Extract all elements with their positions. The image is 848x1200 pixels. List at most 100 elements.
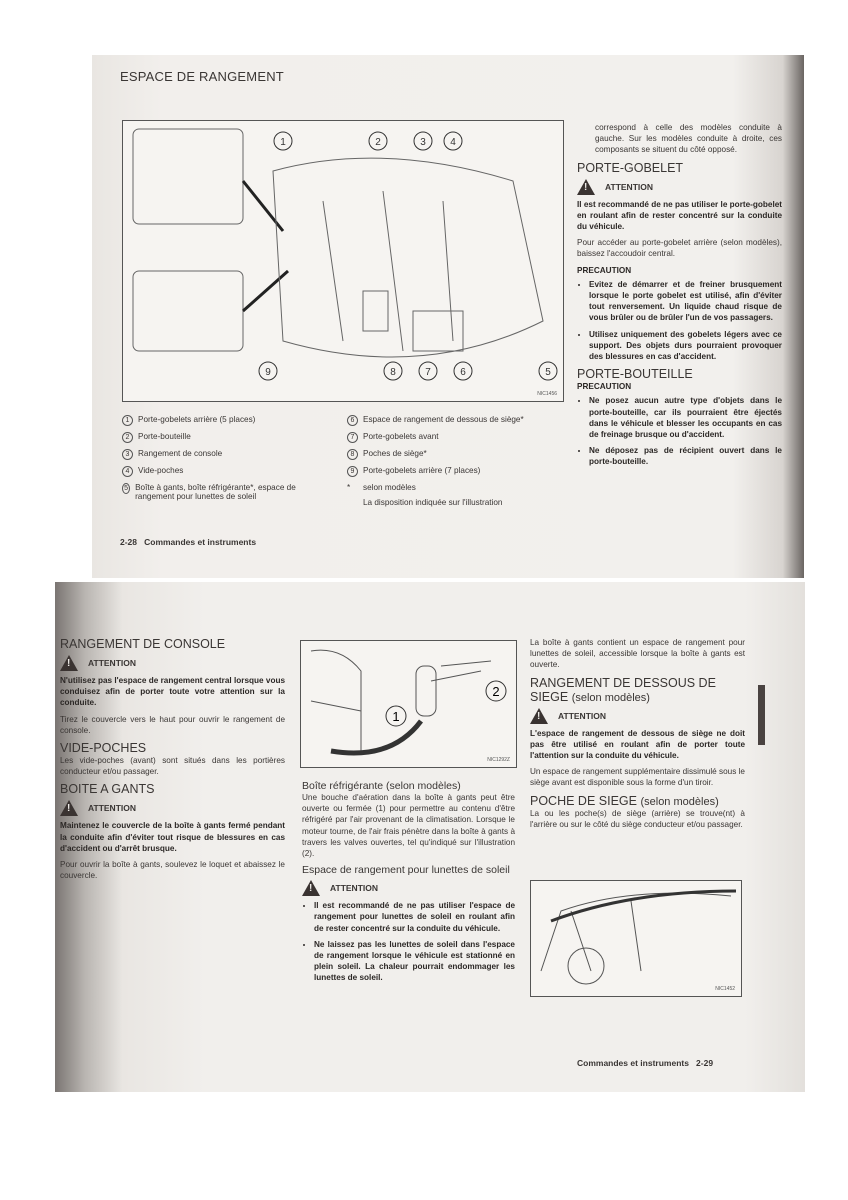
subheading-refrig: Boîte réfrigérante (selon modèles) [302,780,461,792]
attention-banner: ATTENTION [530,707,745,724]
legend-text: Rangement de console [138,449,223,458]
body-text: Pour accéder au porte-gobelet arrière (s… [577,238,782,259]
page-2-29: RANGEMENT DE CONSOLE ATTENTION N'utilise… [55,582,805,1092]
bullet: Ne laissez pas les lunettes de soleil da… [314,939,515,984]
callout-circle [258,361,278,381]
callout-number: 6 [460,367,466,378]
legend-number: 4 [122,466,133,477]
legend-item: 5 Boîte à gants, boîte réfrigérante*, esp… [122,483,327,501]
right-column: correspond à celle des modèles conduite … [577,122,782,473]
bullet: Il est recommandé de ne pas utiliser l'e… [314,900,515,934]
middle-column: Boîte réfrigérante (selon modèles) Une b… [302,780,515,989]
attention-banner: ATTENTION [577,178,782,195]
heading-suffix: (selon modèles) [571,691,650,704]
figure-code: NIC1456 [537,391,557,397]
section-name: Commandes et instruments [577,1058,689,1068]
legend-item: 7 Porte-gobelets avant [347,432,562,443]
callout-2: 2 [492,684,499,699]
legend-item: 9 Porte-gobelets arrière (7 places) [347,466,562,477]
warning-text: Maintenez le couvercle de la boîte à gan… [60,821,285,853]
legend-number [347,498,358,507]
section-heading-dessous-siege: RANGEMENT DE DESSOUS DE SIEGE [530,675,716,704]
legend-text: Porte-bouteille [138,432,191,441]
attention-banner: ATTENTION [60,800,285,817]
attention-label: ATTENTION [558,710,607,721]
attention-label: ATTENTION [330,883,379,894]
warning-icon [530,707,548,724]
warning-icon [302,880,320,897]
legend-text: La disposition indiquée sur l'illustrati… [363,498,503,507]
bullet: Utilisez uniquement des gobelets légers … [589,329,782,363]
car-side-illustration [540,889,737,985]
page-title: ESPACE DE RANGEMENT [120,69,284,84]
callout-number: 1 [280,137,286,148]
legend-number: 3 [122,449,133,460]
section-heading-vide-poches: VIDE-POCHES [60,741,147,756]
body-text: Pour ouvrir la boîte à gants, soulevez l… [60,860,285,881]
legend-text: Poches de siège* [363,449,427,458]
page-footer: 2-28 Commandes et instruments [120,537,256,547]
legend-item: 4 Vide-poches [122,466,327,477]
legend-number: 2 [122,432,133,443]
legend-item: 3 Rangement de console [122,449,327,460]
callout-number: 4 [450,137,456,148]
section-heading-porte-bouteille: PORTE-BOUTEILLE [577,367,693,382]
legend-text: Vide-poches [138,466,184,475]
body-text: La ou les poche(s) de siège (arrière) se… [530,808,745,829]
legend-number: 7 [347,432,358,443]
bullet: Ne déposez pas de récipient ouvert dans … [589,445,782,467]
precaution-label: PRECAUTION [577,382,632,392]
warning-text: Il est recommandé de ne pas utiliser le … [577,199,782,232]
callout-circle [368,131,388,151]
callout-number: 5 [545,367,551,378]
legend-number: 5 [122,483,131,494]
legend-number: 6 [347,415,358,426]
legend-number: 9 [347,466,358,477]
legend-item: 2 Porte-bouteille [122,432,327,443]
body-text: Un espace de rangement supplémentaire di… [530,767,745,788]
legend-text: Porte-gobelets arrière (7 places) [363,466,481,475]
intro-text: correspond à celle des modèles conduite … [595,123,782,155]
legend-number: 8 [347,449,358,460]
callout-circle [413,131,433,151]
body-text: Une bouche d'aération dans la boîte à ga… [302,793,515,859]
warning-icon [577,178,595,195]
callout-number: 3 [420,137,426,148]
callout-1: 1 [392,709,399,724]
attention-banner: ATTENTION [302,880,515,897]
attention-banner: ATTENTION [60,655,285,671]
warning-icon [60,800,78,817]
warning-text: L'espace de rangement de dessous de sièg… [530,728,745,761]
legend-text: Boîte à gants, boîte réfrigérante*, espa… [135,483,296,501]
thumb-tab [758,685,765,745]
heading-suffix: (selon modèles) [640,795,719,808]
legend-text: Porte-gobelets arrière (5 places) [138,415,256,424]
legend-item: La disposition indiquée sur l'illustrati… [347,498,562,507]
legend-text: Porte-gobelets avant [363,432,439,441]
callout-number: 2 [375,137,381,148]
callout-number: 8 [390,367,396,378]
warning-text: N'utilisez pas l'espace de rangement cen… [60,676,285,708]
glovebox-figure: 1 2 NIC1292Z [300,640,517,768]
legend-item: *selon modèles [347,483,562,492]
left-column: RANGEMENT DE CONSOLE ATTENTION N'utilise… [60,637,285,886]
subheading-lunettes: Espace de rangement pour lunettes de sol… [302,864,510,877]
callout-number: 9 [265,367,271,378]
callout-circle [383,361,403,381]
attention-label: ATTENTION [88,803,137,814]
section-heading-porte-gobelet: PORTE-GOBELET [577,160,684,175]
seat-pocket-figure: NIC1452 [530,880,742,997]
section-name: Commandes et instruments [144,537,257,547]
section-heading-boite-gants: BOITE A GANTS [60,782,155,797]
attention-label: ATTENTION [605,181,654,192]
figure-code: NIC1452 [715,986,735,992]
warning-icon [60,655,78,671]
body-text: Les vide-poches (avant) sont situés dans… [60,756,285,777]
glovebox-illustration: 1 2 [310,649,507,756]
callout-circle [443,131,463,151]
